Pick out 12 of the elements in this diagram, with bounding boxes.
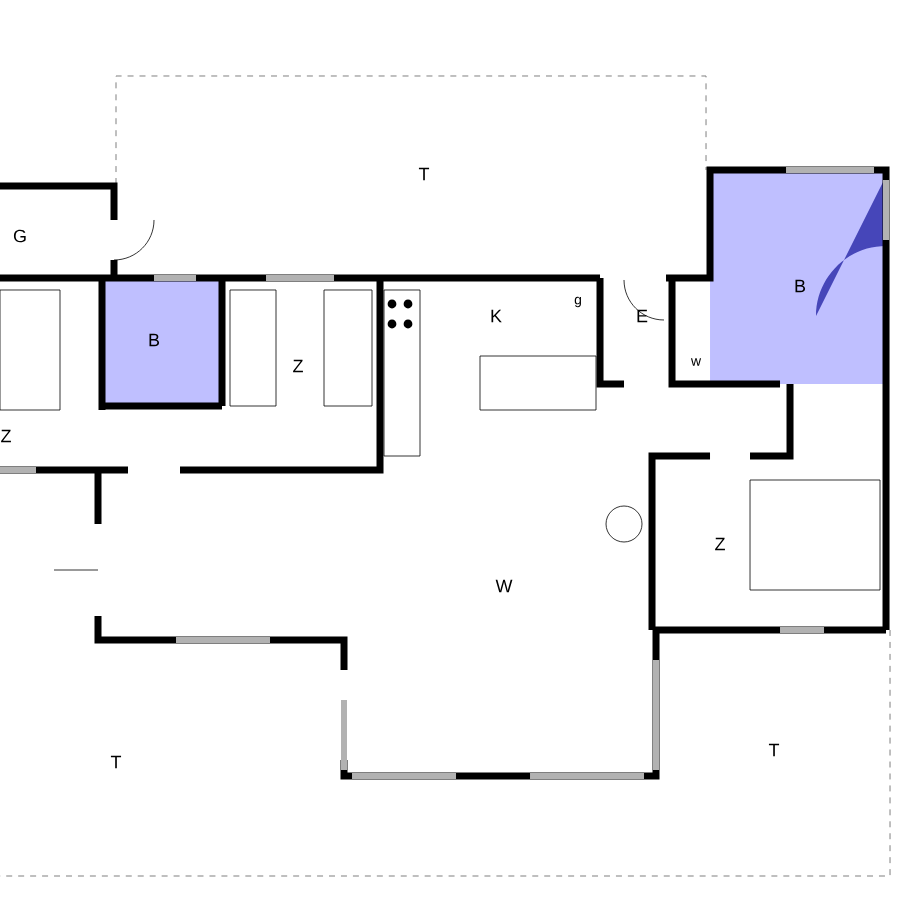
room-label: T (418, 167, 430, 181)
room-label: B (149, 333, 160, 347)
room-label: E (637, 309, 648, 323)
room-label: K (491, 309, 502, 323)
room-label: T (768, 743, 780, 757)
room-label: W (495, 579, 513, 593)
room-label: G (13, 229, 26, 243)
room-label: Z (293, 359, 303, 373)
room-label: T (110, 755, 122, 769)
room-label: Z (715, 537, 725, 551)
room-label: B (795, 279, 806, 293)
room-label: Z (1, 429, 11, 443)
